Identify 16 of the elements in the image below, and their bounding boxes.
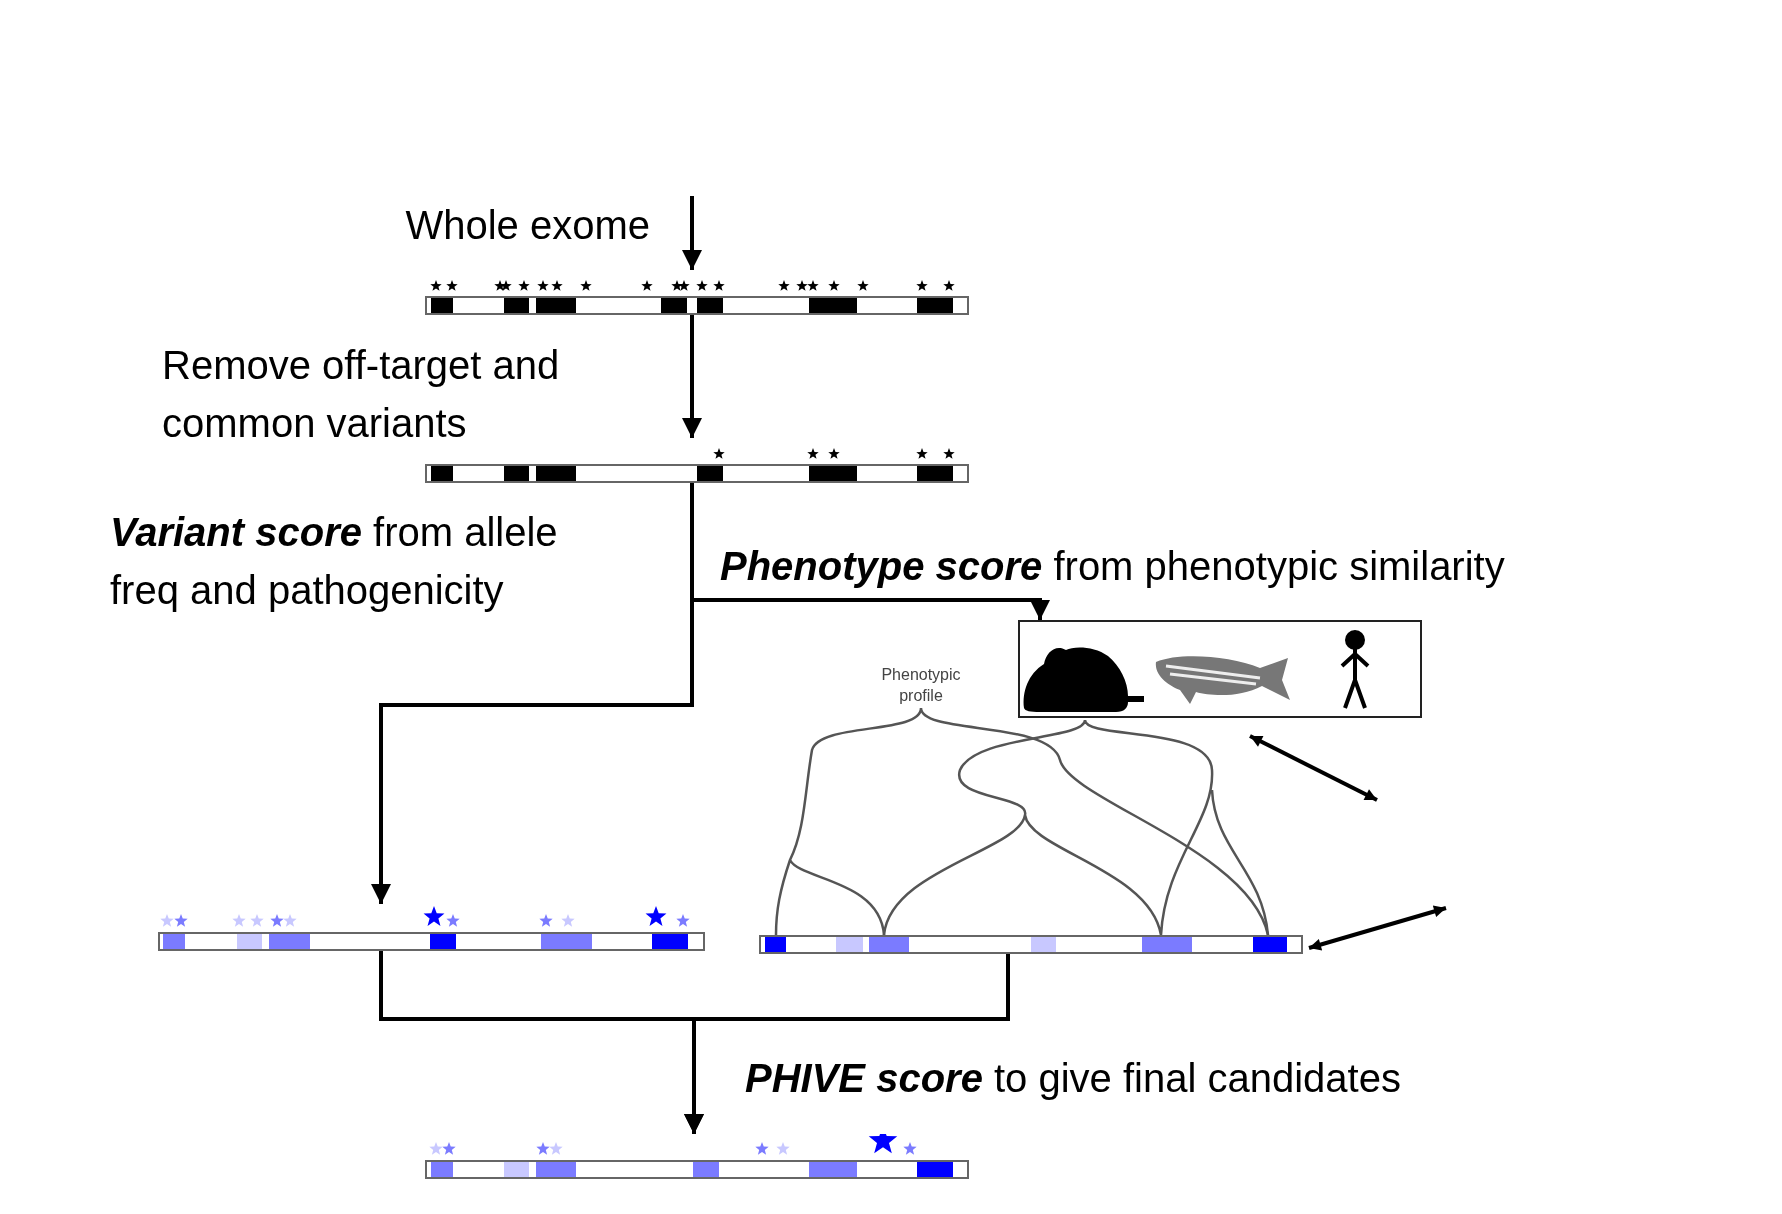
variant-track-drawing <box>759 935 1303 954</box>
arrow <box>682 315 702 438</box>
arrow <box>682 196 702 270</box>
step-label: Variant score from allele freq and pathogenicity <box>110 503 610 619</box>
arrow <box>1249 734 1378 802</box>
step-label: Remove off-target and common variants <box>162 336 662 452</box>
arrow <box>1308 905 1447 951</box>
variant-track-drawing <box>425 1134 969 1179</box>
tree-connector <box>774 706 1270 937</box>
step-label: Whole exome <box>300 196 650 254</box>
variant-track-drawing <box>158 904 705 951</box>
step-label: Phenotype score from phenotypic similarity <box>720 537 1720 595</box>
tree-connector <box>882 718 1270 937</box>
organism-panel <box>1018 620 1422 718</box>
annotation-text: Phenotypic profile <box>868 664 974 706</box>
step-label: PHIVE score to give final candidates <box>745 1049 1565 1107</box>
